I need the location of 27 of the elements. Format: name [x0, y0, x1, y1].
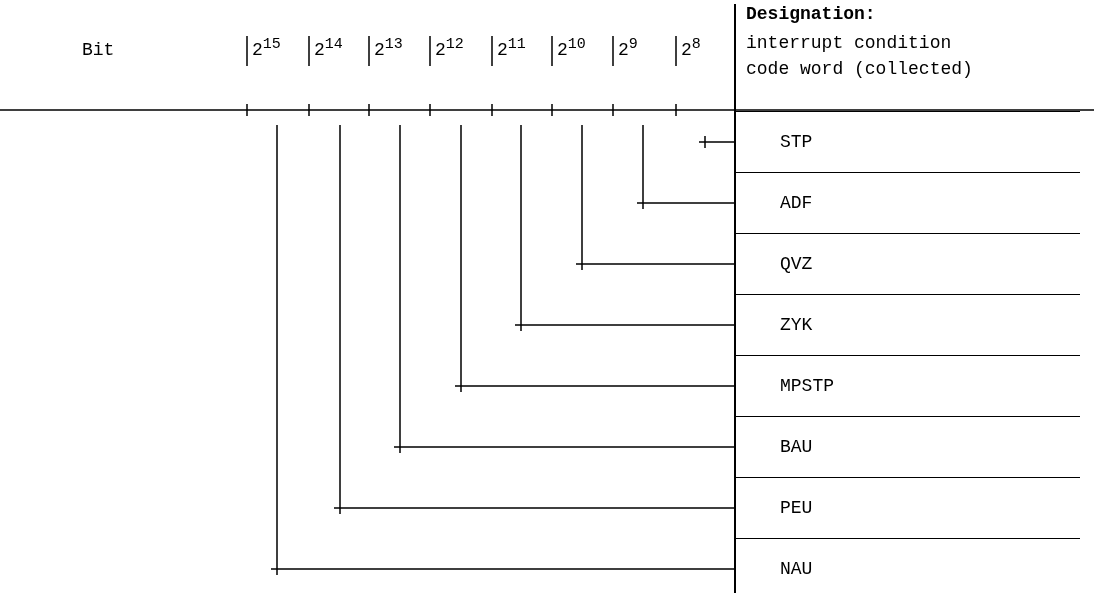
signal-name: PEU: [736, 477, 1080, 538]
leader-line: [575, 124, 736, 271]
leader-line: [636, 124, 736, 210]
column-description: interrupt condition code word (collected): [746, 32, 974, 81]
leader-line: [514, 124, 736, 332]
bit-weight: 2$^{11}$: [497, 36, 526, 60]
signal-name: BAU: [736, 416, 1080, 477]
signal-name: ZYK: [736, 294, 1080, 355]
leader-line: [454, 124, 736, 393]
bit-weight: 2$^{12}$: [435, 36, 464, 60]
leader-line: [698, 135, 736, 149]
signal-name: QVZ: [736, 233, 1080, 294]
bit-weight: 2$^{14}$: [314, 36, 343, 60]
signal-name: STP: [736, 111, 1080, 172]
leader-line: [393, 124, 736, 454]
bit-heading: Bit: [82, 40, 115, 60]
signal-name: ADF: [736, 172, 1080, 233]
bit-weight: 2$^{9}$: [618, 36, 638, 60]
signal-name: NAU: [736, 538, 1080, 593]
bit-weight: 2$^{8}$: [681, 36, 701, 60]
leader-line: [333, 124, 736, 515]
leader-line: [270, 124, 736, 576]
bit-weight: 2$^{13}$: [374, 36, 403, 60]
bit-weight: 2$^{15}$: [252, 36, 281, 60]
column-heading: Designation:: [746, 4, 876, 24]
signal-name: MPSTP: [736, 355, 1080, 416]
bit-weight: 2$^{10}$: [557, 36, 586, 60]
